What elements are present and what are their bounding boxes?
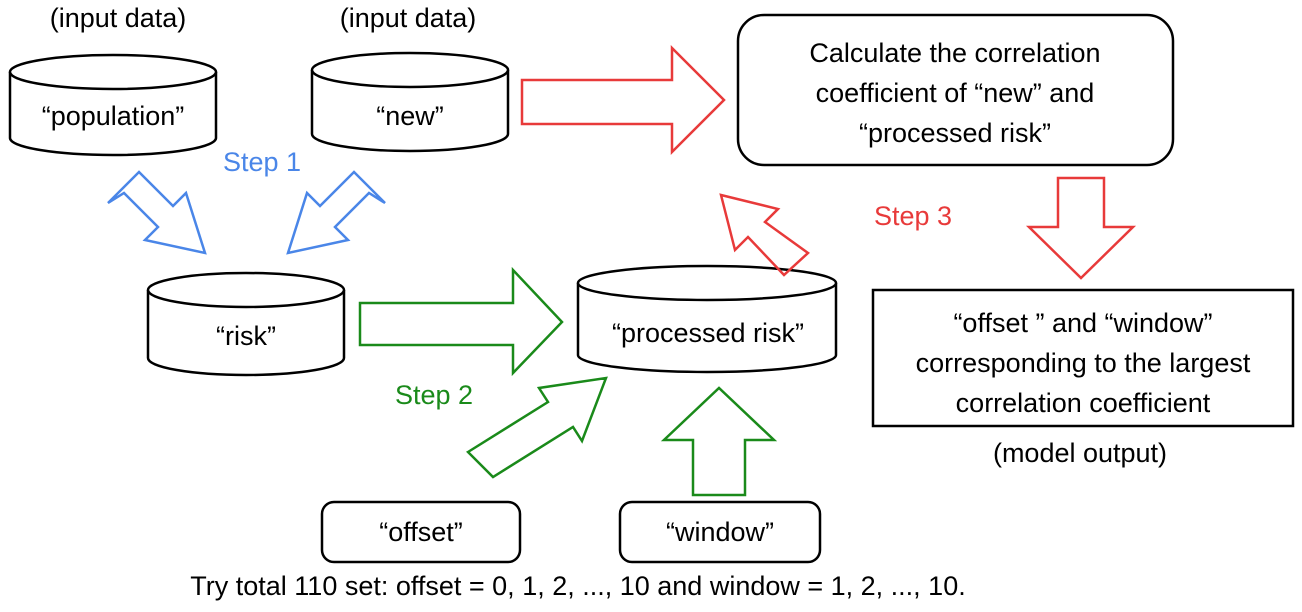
step1-arrow-from-new [286,170,386,255]
step1-label: Step 1 [223,147,301,177]
model-output-box [871,288,1295,428]
step2-arrow-from-risk [358,266,564,377]
output-line-3: correlation coefficient [956,388,1211,418]
new-input-tag: (input data) [340,3,477,33]
step2-label: Step 2 [395,380,473,410]
step2-arrow-from-window [660,386,778,497]
calculate-correlation-box [736,13,1175,167]
output-line-1: “offset ” and “window” [953,308,1212,338]
new-label: “new” [376,101,444,131]
model-output-tag: (model output) [993,438,1167,468]
step3-label: Step 3 [874,201,952,231]
step2-arrow-from-offset [466,376,608,479]
output-line-2: corresponding to the largest [916,348,1251,378]
risk-label: “risk” [216,321,276,351]
window-box [618,500,822,564]
processed-risk-label: “processed risk” [612,318,804,348]
step3-arrow-to-output [1025,176,1137,280]
population-cylinder [8,53,218,157]
calculate-line-3: “processed risk” [859,118,1051,148]
population-input-tag: (input data) [50,3,187,33]
step3-arrow-to-calculate [520,44,726,156]
offset-box [320,500,522,564]
calculate-line-2: coefficient of “new” and [816,78,1095,108]
footer-note: Try total 110 set: offset = 0, 1, 2, ...… [190,571,965,601]
offset-label: “offset” [379,517,463,547]
new-cylinder [310,51,510,153]
step1-arrow-from-population [107,170,207,255]
window-label: “window” [666,517,774,547]
risk-cylinder [146,271,346,377]
calculate-line-1: Calculate the correlation [809,38,1100,68]
population-label: “population” [42,101,185,131]
processed-risk-cylinder [576,264,838,374]
step3-arrow-from-processed-risk [719,193,810,277]
